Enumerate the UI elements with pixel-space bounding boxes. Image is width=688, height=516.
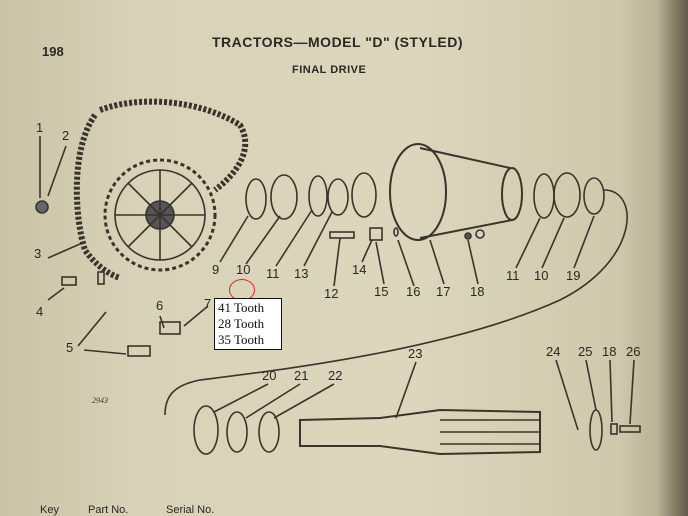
part-callout: 16 bbox=[406, 284, 421, 299]
part-callout: 13 bbox=[294, 266, 309, 281]
page-title: TRACTORS—MODEL "D" (STYLED) bbox=[212, 34, 464, 50]
hub-housing bbox=[389, 143, 447, 241]
part-callout: 26 bbox=[626, 344, 641, 359]
part-callout: 6 bbox=[156, 298, 164, 313]
page-edge-shadow bbox=[658, 0, 688, 516]
part-callout: 5 bbox=[66, 340, 74, 355]
part-callout: 15 bbox=[374, 284, 389, 299]
part-callout: 22 bbox=[328, 368, 343, 383]
part-callout: 7 bbox=[204, 296, 212, 311]
part-callout: 9 bbox=[212, 262, 220, 277]
axle-shaft bbox=[299, 408, 541, 456]
tooth-count-callout: 41 Tooth 28 Tooth 35 Tooth bbox=[214, 298, 282, 350]
part-callout: 14 bbox=[352, 262, 367, 277]
part-callout: 25 bbox=[578, 344, 593, 359]
part-callout: 23 bbox=[408, 346, 423, 361]
part-callout: 18 bbox=[602, 344, 617, 359]
figure-number: 2943 bbox=[92, 396, 108, 405]
small-sprocket bbox=[35, 200, 49, 214]
part-callout: 24 bbox=[546, 344, 561, 359]
part-callout: 3 bbox=[34, 246, 42, 261]
part-callout: 21 bbox=[294, 368, 309, 383]
callout-line: 41 Tooth bbox=[218, 300, 265, 315]
table-header-key: Key bbox=[40, 504, 59, 516]
callout-line: 28 Tooth bbox=[218, 316, 265, 331]
part-callout: 17 bbox=[436, 284, 451, 299]
callout-line: 35 Tooth bbox=[218, 332, 265, 347]
sprocket bbox=[103, 158, 217, 272]
part-callout: 2 bbox=[62, 128, 70, 143]
table-header-serial: Serial No. bbox=[166, 504, 215, 516]
part-callout: 11 bbox=[266, 266, 280, 281]
table-header-part: Part No. bbox=[88, 504, 129, 516]
page-number: 198 bbox=[42, 44, 64, 59]
part-callout: 12 bbox=[324, 286, 339, 301]
part-callout: 10 bbox=[236, 262, 251, 277]
part-callout: 11 bbox=[506, 268, 520, 283]
part-callout: 10 bbox=[534, 268, 549, 283]
part-callout: 20 bbox=[262, 368, 277, 383]
drive-chain bbox=[73, 98, 249, 281]
part-callout: 1 bbox=[36, 120, 44, 135]
section-title: FINAL DRIVE bbox=[292, 64, 367, 76]
part-callout: 4 bbox=[36, 304, 44, 319]
part-callout: 18 bbox=[470, 284, 485, 299]
part-callout: 19 bbox=[566, 268, 581, 283]
